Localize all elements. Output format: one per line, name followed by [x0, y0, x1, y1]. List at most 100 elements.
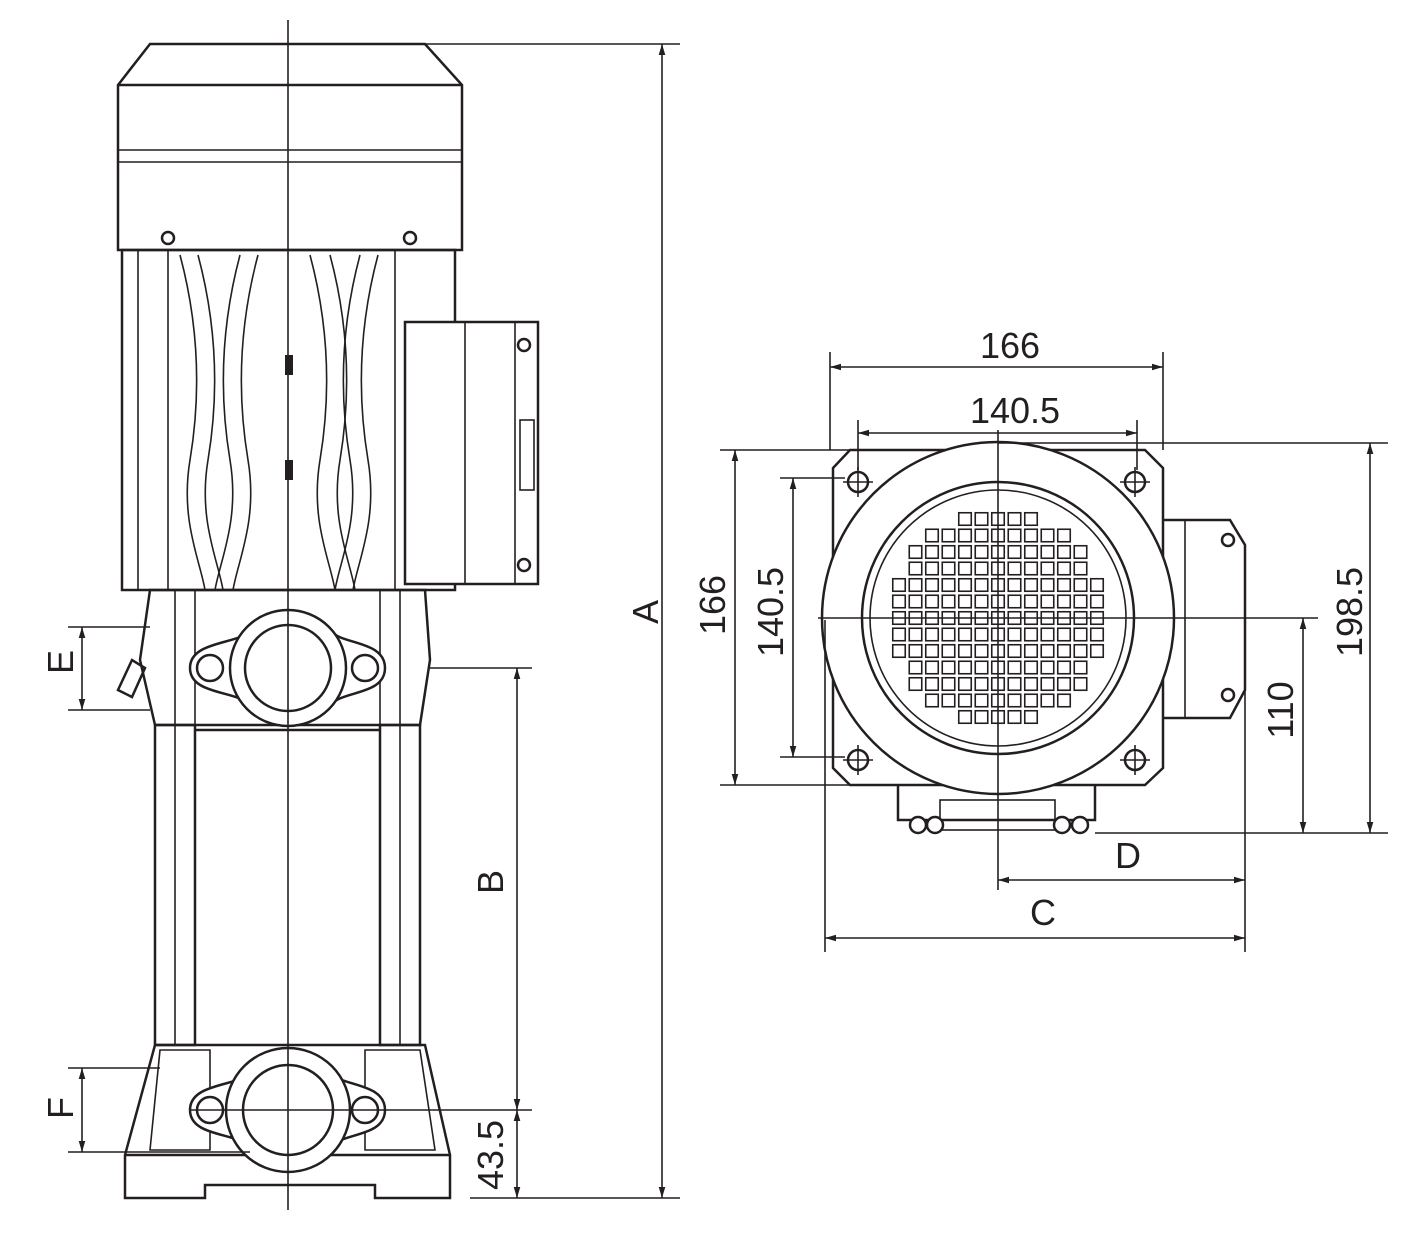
- dimension-label-198-5: 198.5: [1329, 567, 1370, 657]
- dimension-axis-height: 110: [1260, 618, 1307, 833]
- fan-grid-slot: [974, 528, 989, 543]
- fan-grid-slot: [941, 660, 956, 675]
- motor-fan-cover: [116, 42, 464, 252]
- fan-grid-slot: [1007, 594, 1022, 609]
- fan-grid-slot: [1023, 709, 1039, 725]
- fan-grid-slot: [1089, 577, 1105, 593]
- fan-grid-slot: [1073, 627, 1088, 642]
- fan-grid-slot: [1007, 627, 1022, 642]
- fan-grid-slot: [1056, 660, 1072, 675]
- fan-grid-slot: [974, 627, 989, 642]
- fan-grid-slot: [974, 561, 989, 576]
- fan-grid-slot: [974, 693, 989, 708]
- fan-grid-slot: [957, 660, 973, 675]
- fan-grid-slot: [957, 577, 973, 593]
- fan-grid-slot: [1056, 693, 1072, 708]
- fan-grid-slot: [974, 709, 989, 725]
- fan-grid-slot: [1007, 709, 1022, 725]
- fan-grid-slot: [908, 660, 923, 675]
- fan-grid-slot: [1056, 544, 1072, 560]
- fan-grid-slot: [924, 676, 940, 692]
- dimension-E: E: [40, 626, 150, 711]
- dimension-flange-height: 166: [692, 449, 850, 786]
- fan-grid-slot: [957, 676, 973, 692]
- fan-grid-slot: [1040, 594, 1055, 609]
- fan-grid-slot: [1007, 577, 1022, 593]
- fan-grid-slot: [1023, 511, 1039, 527]
- bolt-hole-icon: [1120, 467, 1150, 497]
- fan-grid-slot: [1040, 643, 1055, 659]
- dimension-C: C: [824, 620, 1245, 952]
- fan-grid-slot: [957, 544, 973, 560]
- fan-grid-slot: [1056, 577, 1072, 593]
- fan-grid-slot: [957, 511, 973, 527]
- fan-grid-slot: [957, 627, 973, 642]
- fan-grid-slot: [924, 627, 940, 642]
- dimension-overall-depth: 198.5: [998, 442, 1388, 834]
- fan-grid-slot: [1007, 693, 1022, 708]
- fan-grid-slot: [941, 561, 956, 576]
- fan-grid-slot: [908, 544, 923, 560]
- fan-grid-slot: [924, 643, 940, 659]
- fan-grid-slot: [957, 709, 973, 725]
- fan-grid-slot: [941, 577, 956, 593]
- fan-grid-slot: [891, 577, 907, 593]
- fan-grid-slot: [974, 511, 989, 527]
- dimension-flange-width: 166: [829, 325, 1164, 450]
- fan-grid-slot: [1056, 594, 1072, 609]
- fan-grid-slot: [941, 544, 956, 560]
- fan-grid-slot: [1040, 577, 1055, 593]
- dimension-label-D: D: [1115, 835, 1141, 876]
- dimension-D: D: [998, 690, 1246, 952]
- dimension-label-F: F: [40, 1097, 81, 1119]
- dimension-label-B: B: [470, 870, 511, 894]
- fan-grid-slot: [957, 594, 973, 609]
- dimension-bolt-spacing-x: 140.5: [857, 390, 1138, 470]
- fan-grid-slot: [974, 676, 989, 692]
- fan-grid-slot: [1007, 528, 1022, 543]
- fan-grid-slot: [1089, 594, 1105, 609]
- fan-grid-slot: [1023, 643, 1039, 659]
- pump-head: [116, 588, 432, 727]
- fan-grid-slot: [957, 528, 973, 543]
- fan-grid-slot: [1023, 693, 1039, 708]
- fan-grid-slot: [1073, 544, 1088, 560]
- fan-grid-slot: [908, 643, 923, 659]
- dimension-label-base-height: 43.5: [470, 1120, 511, 1190]
- fan-grid-slot: [974, 577, 989, 593]
- fan-grid-slot: [908, 561, 923, 576]
- fan-grid-slot: [1040, 676, 1055, 692]
- fan-grid-slot: [1056, 528, 1072, 543]
- fan-grid-slot: [957, 561, 973, 576]
- fan-grid-slot: [1089, 643, 1105, 659]
- flange-bolt-holes: [843, 467, 1150, 775]
- fan-grid-slot: [1023, 577, 1039, 593]
- fan-grid-slot: [1007, 676, 1022, 692]
- fan-grid-slot: [1023, 627, 1039, 642]
- fan-grid-slot: [1007, 561, 1022, 576]
- dimension-label-140-5-left: 140.5: [750, 567, 791, 657]
- fan-grid-slot: [924, 544, 940, 560]
- fan-grid-slot: [957, 693, 973, 708]
- fan-grid-slot: [941, 627, 956, 642]
- dimension-label-A: A: [625, 600, 666, 624]
- dimension-label-C: C: [1030, 892, 1056, 933]
- fan-grid-slot: [941, 676, 956, 692]
- terminal-box: [403, 320, 540, 586]
- fan-grid-slot: [924, 660, 940, 675]
- dimension-label-166-top: 166: [980, 325, 1040, 366]
- side-view: A B 43.5 E F: [40, 20, 680, 1210]
- pump-base: [123, 1043, 452, 1200]
- fan-grid-slot: [1023, 544, 1039, 560]
- fan-grid-slot: [974, 643, 989, 659]
- fan-grid-slot: [957, 643, 973, 659]
- fan-grid-slot: [1056, 676, 1072, 692]
- fan-grid-slot: [1056, 627, 1072, 642]
- fan-grid-slot: [1040, 660, 1055, 675]
- dimension-A: A: [425, 43, 680, 1199]
- fan-grid-slot: [924, 528, 940, 543]
- fan-grid-slot: [908, 594, 923, 609]
- dimension-F: F: [40, 1067, 250, 1153]
- fan-grid-slot: [924, 577, 940, 593]
- fan-grid-slot: [1023, 594, 1039, 609]
